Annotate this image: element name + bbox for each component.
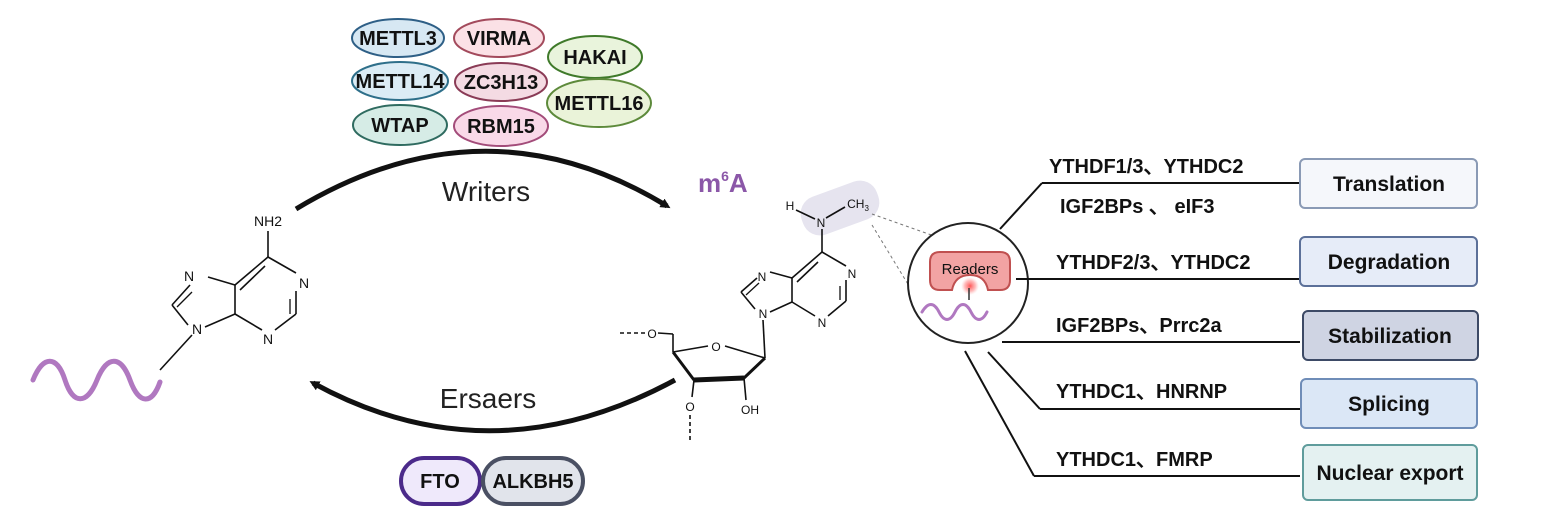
writers-arrow — [294, 148, 671, 212]
writer-label: ZC3H13 — [464, 72, 538, 94]
writer-label: VIRMA — [467, 28, 531, 50]
methyl-label: CH3 — [847, 197, 869, 213]
m6a-label: m6A — [698, 168, 748, 198]
erasers-arrow — [309, 377, 677, 434]
writer-pill-virma: VIRMA — [453, 18, 545, 58]
atom-oh: OH — [741, 403, 759, 417]
outcome-degradation-box: Degradation — [1299, 236, 1478, 287]
writer-label: METTL3 — [359, 28, 437, 50]
atom-n-methyl: N — [817, 216, 826, 230]
outcome-label: Degradation — [1328, 251, 1451, 274]
writer-label: HAKAI — [563, 47, 626, 69]
adenine-structure — [159, 231, 297, 371]
readers-glow — [961, 277, 979, 295]
outcome-label: Stabilization — [1328, 325, 1452, 348]
atom-n: N — [759, 307, 768, 321]
writer-pill-rbm15: RBM15 — [453, 105, 549, 147]
atom-n: N — [299, 275, 309, 291]
writer-label: WTAP — [371, 115, 428, 137]
m6a-structure — [620, 206, 847, 440]
reader-list-splicing: YTHDC1、HNRNP — [1056, 381, 1227, 403]
rna-wave-left — [30, 358, 163, 402]
writer-pill-wtap: WTAP — [352, 104, 448, 146]
readers-label: Readers — [942, 261, 999, 278]
methyl-highlight — [800, 180, 880, 236]
outcome-label: Translation — [1333, 173, 1445, 196]
reader-list-degradation: YTHDF2/3、YTHDC2 — [1056, 252, 1250, 274]
atom-n: N — [192, 321, 202, 337]
atom-n: N — [263, 331, 273, 347]
reader-branches — [964, 182, 1300, 477]
eraser-label: FTO — [420, 471, 460, 493]
atom-o-ring: O — [711, 340, 720, 354]
writer-pill-hakai: HAKAI — [547, 35, 643, 79]
atom-n: N — [848, 267, 857, 281]
reader-list-translation-2: IGF2BPs 、 eIF3 — [1060, 196, 1215, 218]
eraser-label: ALKBH5 — [492, 471, 573, 493]
writer-pill-mettl3: METTL3 — [351, 18, 445, 58]
atom-h: H — [786, 199, 795, 213]
writer-pill-mettl16: METTL16 — [546, 78, 652, 128]
nh2-label: NH2 — [254, 213, 282, 229]
atom-n: N — [818, 316, 827, 330]
writers-label: Writers — [442, 176, 530, 207]
outcome-label: Nuclear export — [1316, 462, 1463, 485]
writer-label: RBM15 — [467, 116, 535, 138]
writer-label: METTL14 — [356, 71, 446, 93]
reader-list-translation: YTHDF1/3、YTHDC2 — [1049, 156, 1243, 178]
outcome-translation-box: Translation — [1299, 158, 1478, 209]
erasers-label: Ersaers — [440, 383, 536, 414]
readers-protein — [929, 251, 1011, 291]
rna-wave-readers — [920, 303, 989, 321]
eraser-pill-alkbh5: ALKBH5 — [481, 456, 585, 506]
atom-o: O — [647, 327, 656, 341]
writer-label: METTL16 — [555, 93, 644, 115]
outcome-splicing-box: Splicing — [1300, 378, 1478, 429]
reader-list-stabilization: IGF2BPs、Prrc2a — [1056, 315, 1223, 337]
zoom-line — [871, 213, 941, 239]
writer-proteins: METTL3 VIRMA HAKAI METTL14 ZC3H13 METTL1… — [351, 18, 652, 147]
atom-n: N — [184, 268, 194, 284]
outcome-label: Splicing — [1348, 393, 1430, 416]
reader-list-nuclear-export: YTHDC1、FMRP — [1056, 449, 1213, 471]
atom-o: O — [685, 400, 694, 414]
outcome-stabilization-box: Stabilization — [1302, 310, 1479, 361]
atom-n: N — [758, 270, 767, 284]
outcome-nuclear-export-box: Nuclear export — [1302, 444, 1478, 501]
eraser-pill-fto: FTO — [399, 456, 482, 506]
writer-pill-mettl14: METTL14 — [351, 61, 449, 101]
writer-pill-zc3h13: ZC3H13 — [454, 62, 548, 102]
